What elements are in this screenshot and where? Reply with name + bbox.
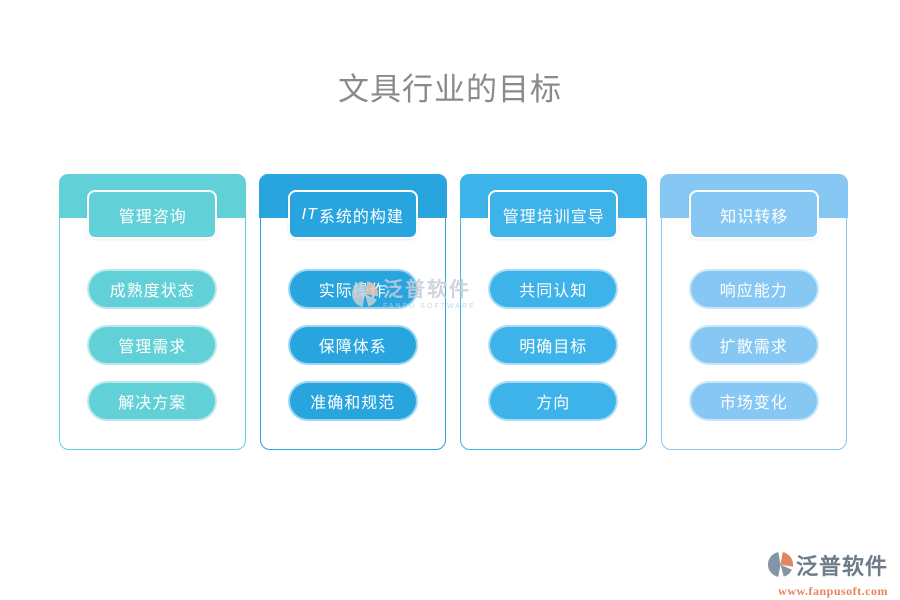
column-header-label: 管理培训宣导 — [502, 208, 605, 226]
column-items: 响应能力 扩散需求 市场变化 — [662, 269, 847, 421]
column-items: 实际操作 保障体系 准确和规范 — [261, 269, 446, 421]
fanpu-logo-icon — [767, 551, 794, 583]
column-header-pill: 管理咨询 — [87, 190, 218, 239]
column-header-label: 管理咨询 — [118, 208, 187, 226]
footer-logo: 泛普软件 www.fanpusoft.com — [767, 551, 888, 599]
column-card-training: 管理培训宣导 共同认知 明确目标 方向 — [459, 173, 647, 450]
item-pill: 准确和规范 — [287, 381, 418, 421]
column-card-consulting: 管理咨询 成熟度状态 管理需求 解决方案 — [58, 173, 246, 450]
item-pill: 实际操作 — [287, 269, 418, 309]
item-pill: 解决方案 — [87, 381, 218, 421]
item-pill: 方向 — [488, 381, 619, 421]
item-pill: 扩散需求 — [688, 325, 819, 365]
item-pill: 市场变化 — [688, 381, 819, 421]
column-header-label: 系统的构建 — [318, 208, 404, 226]
item-pill: 共同认知 — [488, 269, 619, 309]
column-items: 成熟度状态 管理需求 解决方案 — [60, 269, 245, 421]
item-pill: 保障体系 — [287, 325, 418, 365]
column-header-label: 知识转移 — [720, 208, 789, 226]
column-header-pill: 知识转移 — [688, 190, 819, 239]
column-header-pill: 管理培训宣导 — [488, 190, 619, 239]
column-header-em: IT — [301, 205, 318, 223]
item-pill: 成熟度状态 — [87, 269, 218, 309]
column-card-knowledge: 知识转移 响应能力 扩散需求 市场变化 — [660, 173, 848, 450]
column-items: 共同认知 明确目标 方向 — [461, 269, 646, 421]
footer-logo-brand: 泛普软件 — [795, 554, 888, 579]
item-pill: 明确目标 — [488, 325, 619, 365]
page-title: 文具行业的目标 — [338, 72, 562, 107]
item-pill: 管理需求 — [87, 325, 218, 365]
footer-logo-url: www.fanpusoft.com — [778, 584, 888, 598]
item-pill: 响应能力 — [688, 269, 819, 309]
